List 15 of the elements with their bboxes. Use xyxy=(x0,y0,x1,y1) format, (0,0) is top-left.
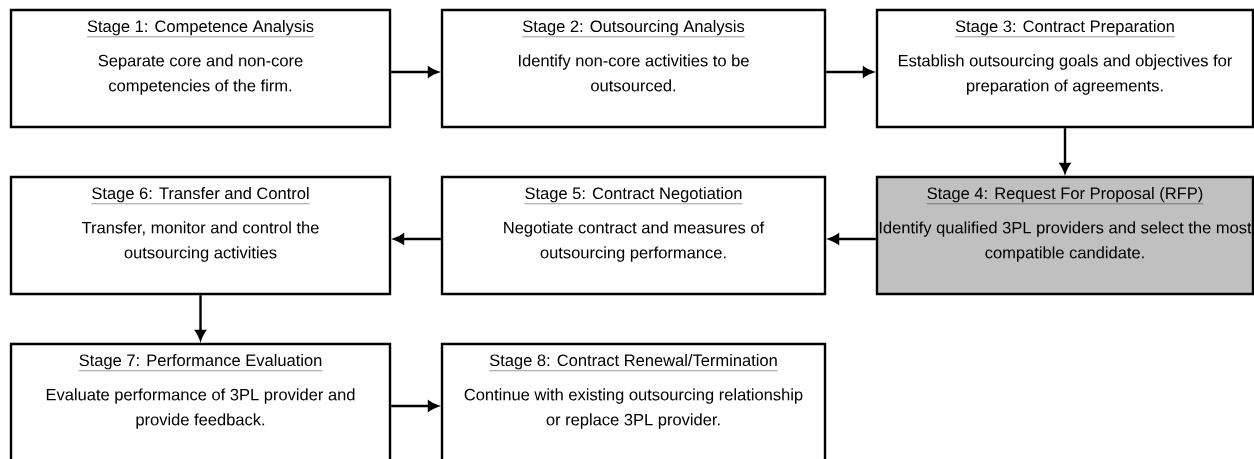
process-box: Stage 1: Competence Analysis Separate core and non-core competencies of the firm. xyxy=(9,8,392,129)
arrow xyxy=(1059,128,1071,174)
arrow xyxy=(391,400,439,412)
process-box: Stage 5: Contract Negotiation Negotiate contract and measures of outsourcing performance. xyxy=(440,175,827,296)
process-box: Stage 3: Contract Preparation Establish outsourcing goals and objectives for preparation of agreements. xyxy=(875,8,1254,129)
process-box: Stage 2: Outsourcing Analysis Identify non-core activities to be outsourced. xyxy=(440,8,827,129)
arrow xyxy=(393,233,441,245)
arrow xyxy=(391,66,439,78)
process-box: Stage 6: Transfer and Control Transfer, monitor and control the outsourcing activities xyxy=(9,175,392,296)
arrow xyxy=(826,66,874,78)
arrow xyxy=(195,295,206,341)
process-box: Stage 8: Contract Renewal/Termination Continue with existing outsourcing relationship or replace 3PL provider. xyxy=(440,342,827,459)
arrow xyxy=(828,233,876,245)
process-box: Stage 4: Request For Proposal (RFP) Identify qualified 3PL providers and select the most compatible candidate. xyxy=(875,175,1254,296)
process-box: Stage 7: Performance Evaluation Evaluate performance of 3PL provider and provide feedback. xyxy=(9,342,392,459)
